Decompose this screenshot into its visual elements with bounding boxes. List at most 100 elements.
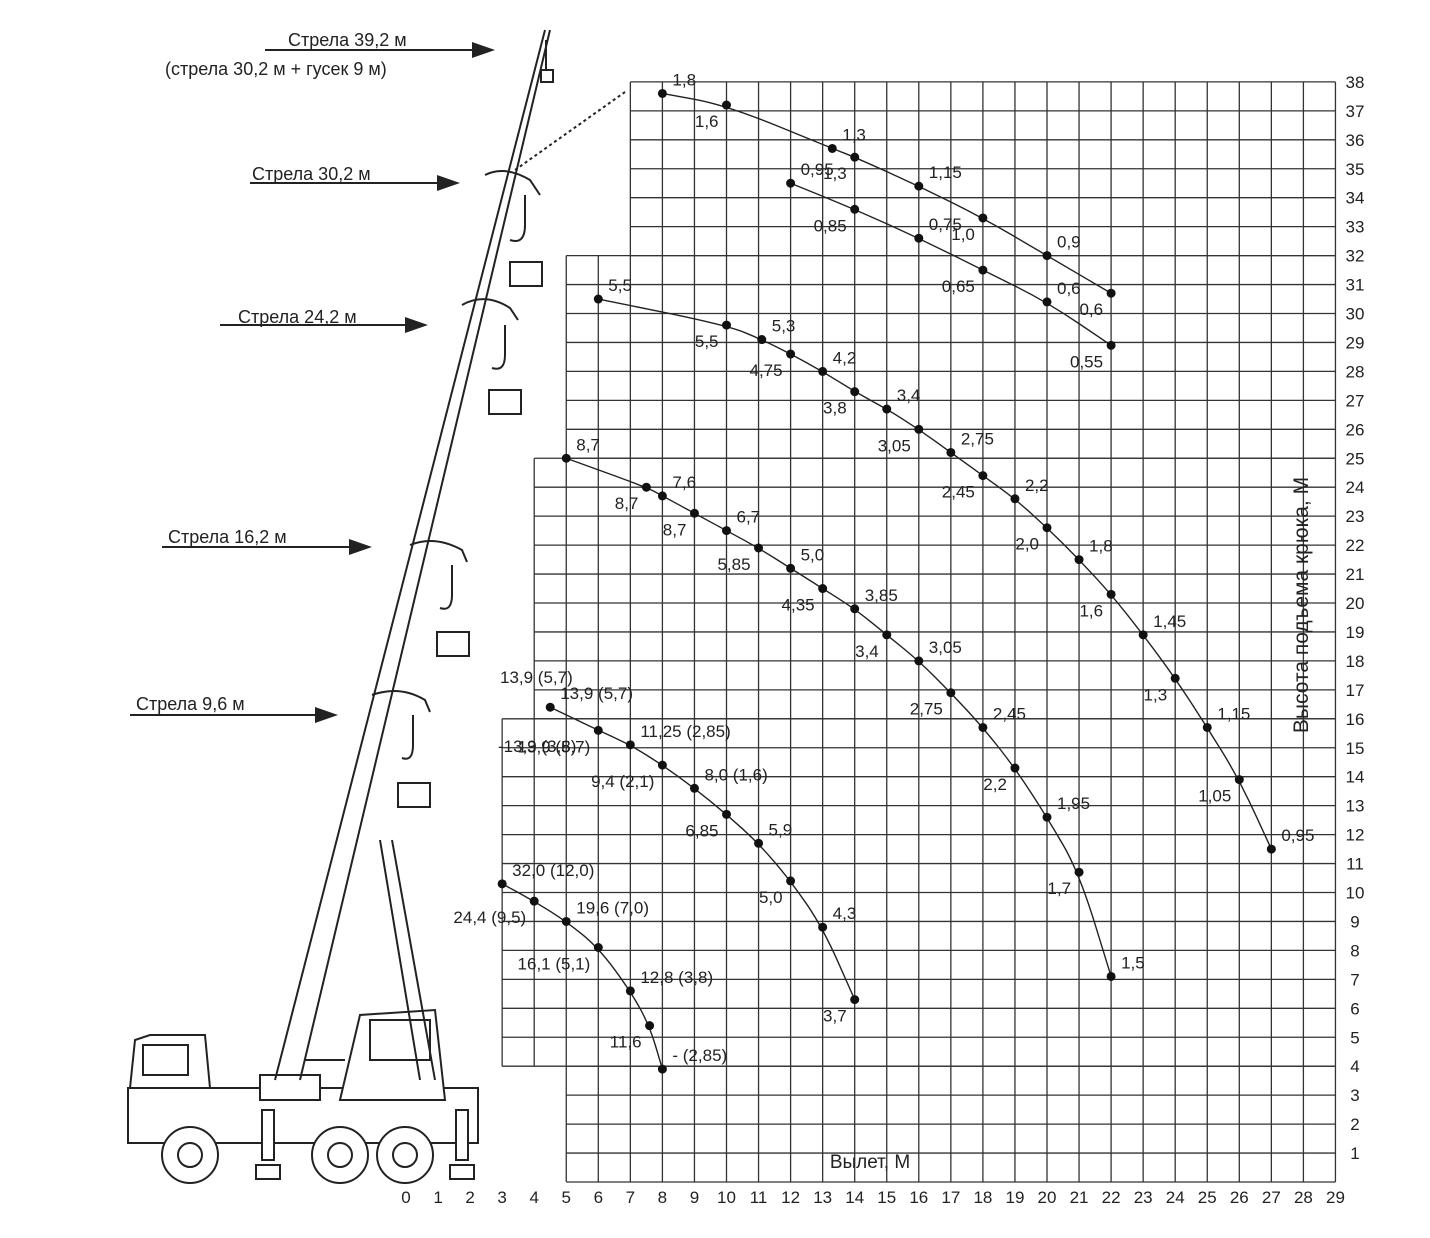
data-point (786, 178, 796, 188)
data-label: 1,5 (1121, 953, 1145, 972)
data-point (827, 143, 837, 153)
data-label: 1,45 (1153, 612, 1186, 631)
hook-9-6 (371, 690, 431, 808)
data-point (914, 181, 924, 191)
y-tick-label: 27 (1346, 391, 1365, 410)
y-tick-label: 15 (1346, 739, 1365, 758)
y-tick-label: 1 (1350, 1144, 1359, 1163)
data-point (786, 563, 796, 573)
data-label: 0,95 (801, 160, 834, 179)
x-tick-label: 8 (658, 1188, 667, 1207)
data-point (850, 995, 860, 1005)
x-tick-label: 4 (529, 1188, 538, 1207)
data-point (722, 320, 731, 330)
data-point (657, 760, 667, 770)
data-point (645, 1021, 655, 1031)
y-tick-label: 12 (1346, 826, 1365, 845)
data-label: 0,85 (814, 216, 847, 235)
y-tick-label: 37 (1346, 102, 1365, 121)
data-label: 2,0 (1015, 535, 1039, 554)
data-point (978, 471, 988, 481)
data-label: 32,0 (12,0) (512, 861, 594, 880)
data-label: 5,5 (695, 332, 719, 351)
data-point (722, 526, 731, 536)
data-point (1010, 494, 1020, 504)
operator-window (369, 1019, 431, 1061)
outrigger-pad-front (255, 1164, 281, 1180)
outrigger-front (261, 1109, 275, 1161)
x-tick-label: 14 (845, 1188, 864, 1207)
data-point (1234, 775, 1244, 785)
y-tick-label: 3 (1350, 1086, 1359, 1105)
x-tick-label: 21 (1070, 1188, 1089, 1207)
y-tick-label: 31 (1346, 276, 1365, 295)
data-point (757, 335, 767, 345)
y-tick-label: 21 (1346, 565, 1365, 584)
series-points (497, 88, 1276, 1074)
outrigger-pad-rear (449, 1164, 475, 1180)
hook-16-2 (409, 540, 470, 657)
boom-arrows (130, 42, 495, 723)
boom-right-edge (299, 29, 551, 1081)
cab-window (142, 1044, 189, 1076)
data-label: 0,75 (929, 215, 962, 234)
cylinder-right (391, 839, 436, 1081)
data-point (593, 294, 603, 304)
data-point (561, 453, 571, 463)
data-label: 16,1 (5,1) (518, 955, 591, 974)
y-tick-label: 4 (1350, 1057, 1359, 1076)
x-tick-label: 5 (562, 1188, 571, 1207)
y-tick-label: 17 (1346, 681, 1365, 700)
data-label: 5,5 (608, 276, 632, 295)
data-label: 2,2 (983, 775, 1007, 794)
data-label: 1,8 (672, 70, 696, 89)
data-label: 8,7 (663, 520, 687, 539)
boom-label-24-2: Стрела 24,2 м (238, 307, 357, 327)
data-point (1042, 297, 1052, 307)
data-point (850, 387, 860, 397)
data-point (882, 630, 892, 640)
y-tick-label: 36 (1346, 131, 1365, 150)
series-line-1 (790, 182, 1112, 346)
data-label: 4,3 (833, 904, 857, 923)
x-tick-label: 11 (750, 1188, 768, 1207)
y-tick-label: 34 (1346, 189, 1365, 208)
wheel-rear-2-hub (392, 1142, 418, 1168)
data-label: 13,9 (5,7) (560, 684, 633, 703)
series-line-0 (662, 92, 1112, 294)
y-tick-label: 26 (1346, 420, 1365, 439)
data-label: 1,15 (1217, 704, 1250, 723)
data-point (818, 584, 828, 594)
data-label: 5,3 (772, 317, 796, 336)
data-point (914, 424, 924, 434)
y-tick-label: 5 (1350, 1028, 1359, 1047)
data-label: 3,05 (929, 638, 962, 657)
data-point (1010, 763, 1020, 773)
data-label: 7,6 (672, 473, 696, 492)
data-point (754, 543, 764, 553)
y-tick-label: 33 (1346, 218, 1365, 237)
data-point (593, 943, 603, 953)
x-tick-label: 18 (973, 1188, 992, 1207)
boom-label-39-2: Стрела 39,2 м (288, 30, 407, 50)
data-point (850, 152, 860, 162)
data-point (1106, 288, 1116, 298)
data-point (1074, 555, 1084, 565)
data-label: 19,6 (7,0) (576, 898, 649, 917)
data-point (593, 725, 603, 735)
y-tick-label: 38 (1346, 73, 1365, 92)
data-label: 5,9 (769, 820, 793, 839)
x-tick-label: 23 (1134, 1188, 1153, 1207)
extra-label-top: 13,9 (5,7) (500, 668, 573, 687)
data-point (1106, 589, 1116, 599)
x-tick-label: 27 (1262, 1188, 1281, 1207)
y-tick-label: 6 (1350, 999, 1359, 1018)
y-tick-label: 20 (1346, 594, 1365, 613)
data-label: 1,05 (1198, 787, 1231, 806)
data-label: 8,7 (576, 435, 600, 454)
data-point (722, 100, 731, 110)
data-label: 2,2 (1025, 476, 1049, 495)
data-label: 9,4 (2,1) (591, 772, 654, 791)
data-label: 6,7 (737, 508, 761, 527)
